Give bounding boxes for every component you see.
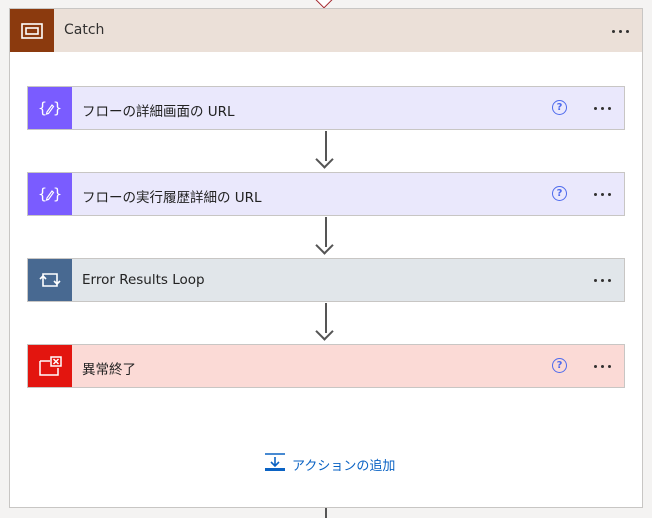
dot-icon <box>607 278 611 282</box>
add-action-label: アクションの追加 <box>292 458 396 474</box>
action-title: Error Results Loop <box>82 272 205 288</box>
action-card-error-results-loop[interactable]: Error Results Loop <box>27 258 625 302</box>
scope-icon <box>10 9 54 52</box>
action-title: フローの実行履歴詳細の URL <box>82 190 262 206</box>
action-more-options-button[interactable] <box>588 184 616 204</box>
scope-header[interactable]: Catch <box>10 9 642 52</box>
action-title: フローの詳細画面の URL <box>82 104 235 120</box>
dot-icon <box>593 278 597 282</box>
catch-scope: Catch { } フローの詳細画面の URL ? { } フロ <box>9 8 643 508</box>
dot-icon <box>600 106 604 110</box>
connector-arrow-icon <box>314 303 338 343</box>
outgoing-connector-line <box>325 508 327 518</box>
dot-icon <box>600 364 604 368</box>
terminate-icon <box>28 345 72 387</box>
action-more-options-button[interactable] <box>588 270 616 290</box>
loop-icon <box>28 259 72 301</box>
connector-arrow-icon <box>314 131 338 171</box>
compose-icon: { } <box>28 173 72 215</box>
action-more-options-button[interactable] <box>588 98 616 118</box>
dot-icon <box>593 192 597 196</box>
add-action-icon <box>264 452 286 476</box>
action-title: 異常終了 <box>82 362 136 378</box>
action-card-flow-run-history-url[interactable]: { } フローの実行履歴詳細の URL ? <box>27 172 625 216</box>
svg-text:{: { <box>38 185 47 203</box>
dot-icon <box>618 29 622 33</box>
svg-text:}: } <box>53 185 62 203</box>
svg-text:{: { <box>38 99 47 117</box>
scope-more-options-button[interactable] <box>606 21 634 41</box>
help-icon[interactable]: ? <box>552 358 567 373</box>
help-icon[interactable]: ? <box>552 186 567 201</box>
dot-icon <box>607 192 611 196</box>
action-card-flow-detail-url[interactable]: { } フローの詳細画面の URL ? <box>27 86 625 130</box>
dot-icon <box>593 364 597 368</box>
dot-icon <box>600 278 604 282</box>
dot-icon <box>625 29 629 33</box>
dot-icon <box>607 364 611 368</box>
compose-icon: { } <box>28 87 72 129</box>
add-action-button[interactable]: アクションの追加 <box>264 453 395 475</box>
action-card-terminate[interactable]: 異常終了 ? <box>27 344 625 388</box>
scope-title: Catch <box>64 22 105 38</box>
dot-icon <box>607 106 611 110</box>
connector-arrow-icon <box>314 217 338 257</box>
help-icon[interactable]: ? <box>552 100 567 115</box>
dot-icon <box>611 29 615 33</box>
svg-text:}: } <box>53 99 62 117</box>
dot-icon <box>593 106 597 110</box>
dot-icon <box>600 192 604 196</box>
action-more-options-button[interactable] <box>588 356 616 376</box>
